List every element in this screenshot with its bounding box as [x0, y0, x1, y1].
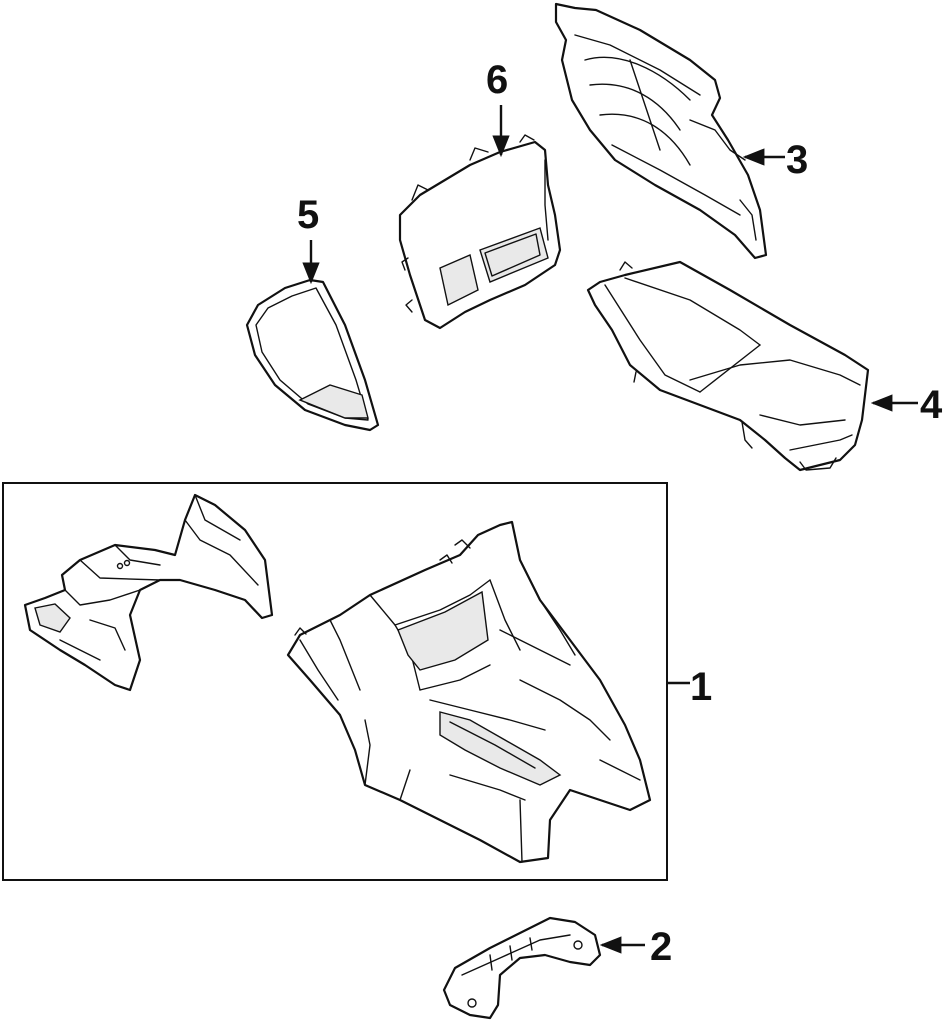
part-1-group-frame [2, 482, 668, 881]
callout-1: 1 [690, 665, 712, 709]
part-5-trim-pad [245, 278, 380, 432]
part-6-center-bezel [398, 134, 562, 330]
part-4-side-panel [586, 260, 870, 472]
part-1-console-body [286, 520, 652, 864]
part-2-lower-bracket [442, 916, 602, 1020]
part-3-upper-trim-panel [554, 2, 768, 260]
callout-5: 5 [297, 193, 319, 237]
callout-6: 6 [486, 58, 508, 102]
callout-4: 4 [920, 383, 943, 427]
callout-2: 2 [650, 925, 672, 969]
callout-3: 3 [786, 138, 808, 182]
part-1-front-bracket [23, 493, 274, 692]
